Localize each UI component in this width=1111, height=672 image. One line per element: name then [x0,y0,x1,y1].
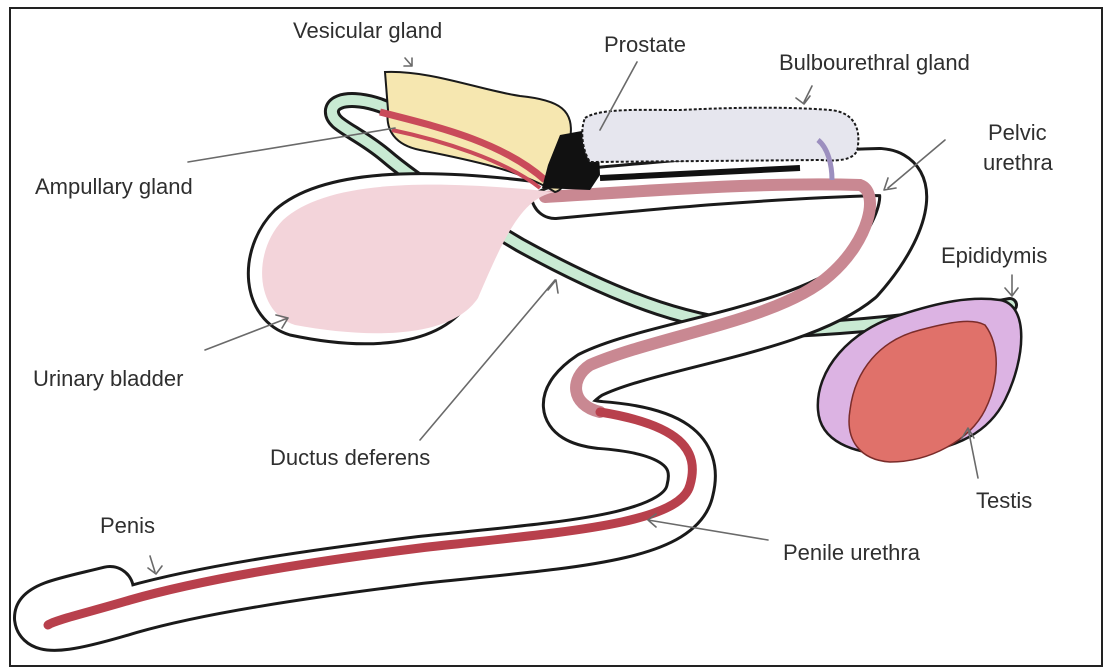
bulbourethral-gland [582,108,858,162]
label-testis: Testis [976,488,1032,513]
label-urinary-bladder: Urinary bladder [33,366,183,391]
label-penis: Penis [100,513,155,538]
label-pelvic-line1: Pelvic [988,120,1047,145]
label-vesicular-gland: Vesicular gland [293,18,442,43]
label-epididymis: Epididymis [941,243,1047,268]
label-ampullary-gland: Ampullary gland [35,174,193,199]
label-penile-urethra: Penile urethra [783,540,921,565]
label-ductus-deferens: Ductus deferens [270,445,430,470]
label-pelvic-line2: urethra [983,150,1053,175]
label-bulbourethral-gland: Bulbourethral gland [779,50,970,75]
label-prostate: Prostate [604,32,686,57]
